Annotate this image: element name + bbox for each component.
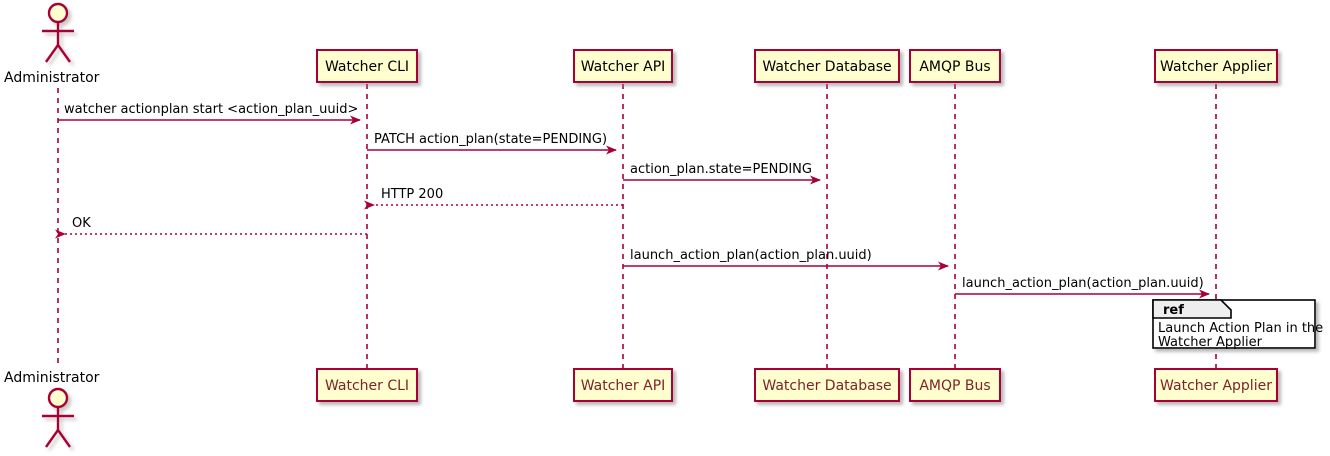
participant-label-watcher-cli-top: Watcher CLI	[325, 59, 409, 75]
participant-box-amqp-bus-top[interactable]: AMQP Bus	[909, 49, 1001, 83]
participant-box-rect	[1154, 49, 1278, 83]
participant-label-amqp-bus-bottom: AMQP Bus	[919, 378, 990, 394]
participant-label-watcher-api-top: Watcher API	[581, 59, 666, 75]
participant-box-amqp-bus-bottom[interactable]: AMQP Bus	[909, 368, 1001, 402]
message-label-2: PATCH action_plan(state=PENDING)	[374, 132, 607, 147]
ref-fragment-body-line-2: Watcher Applier	[1158, 335, 1263, 350]
participant-label-watcher-applier-bottom: Watcher Applier	[1160, 378, 1272, 394]
actor-label-administrator-top: Administrator	[4, 70, 100, 86]
message-1-watcher-actionplan-start[interactable]: watcher actionplan start <action_plan_uu…	[58, 102, 361, 125]
message-label-4: HTTP 200	[381, 187, 443, 202]
message-4-http-200[interactable]: HTTP 200	[364, 187, 623, 210]
participant-label-watcher-applier-top: Watcher Applier	[1160, 59, 1272, 75]
participant-box-watcher-applier-top[interactable]: Watcher Applier	[1154, 49, 1278, 83]
message-label-1: watcher actionplan start <action_plan_uu…	[64, 102, 358, 117]
actor-leg-right-icon	[57, 44, 71, 63]
participant-box-watcher-database-bottom[interactable]: Watcher Database	[754, 368, 900, 402]
participant-box-rect	[754, 368, 900, 402]
message-3-action-plan-state-pending[interactable]: action_plan.state=PENDING	[623, 162, 821, 185]
ref-fragment-tab-label: ref	[1163, 303, 1184, 318]
actor-label-administrator-bottom: Administrator	[4, 370, 100, 386]
ref-fragment-body-line-1: Launch Action Plan in the	[1158, 321, 1323, 336]
actor-administrator-top[interactable]	[42, 2, 74, 63]
participant-box-rect	[909, 49, 1001, 83]
message-7-launch-action-plan-to-applier[interactable]: launch_action_plan(action_plan.uuid)	[955, 276, 1210, 299]
participant-box-rect	[573, 368, 673, 402]
message-label-5: OK	[72, 216, 91, 231]
participant-label-watcher-api-bottom: Watcher API	[581, 378, 666, 394]
ref-fragment-tab	[1152, 299, 1232, 319]
message-label-3: action_plan.state=PENDING	[630, 162, 812, 177]
participant-box-watcher-api-top[interactable]: Watcher API	[573, 49, 673, 83]
message-5-ok[interactable]: OK	[55, 216, 367, 239]
participant-box-rect	[316, 49, 418, 83]
lifelines	[57, 84, 1217, 369]
participant-box-rect	[909, 368, 1001, 402]
participant-box-rect	[573, 49, 673, 83]
actor-leg-left-icon	[45, 44, 59, 63]
message-label-6: launch_action_plan(action_plan.uuid)	[630, 248, 872, 263]
actor-head-icon	[47, 2, 69, 24]
participant-label-watcher-database-top: Watcher Database	[762, 59, 891, 75]
participant-box-rect	[1154, 368, 1278, 402]
participant-label-amqp-bus-top: AMQP Bus	[919, 59, 990, 75]
participant-box-rect	[316, 368, 418, 402]
message-2-patch-action-plan[interactable]: PATCH action_plan(state=PENDING)	[367, 132, 617, 155]
actor-head-icon	[47, 387, 69, 409]
actor-leg-right-icon	[57, 429, 71, 448]
participant-box-rect	[754, 49, 900, 83]
actor-administrator-bottom[interactable]	[42, 387, 74, 448]
participant-label-watcher-cli-bottom: Watcher CLI	[325, 378, 409, 394]
participant-box-watcher-cli-bottom[interactable]: Watcher CLI	[316, 368, 418, 402]
actor-leg-left-icon	[45, 429, 59, 448]
participant-box-watcher-applier-bottom[interactable]: Watcher Applier	[1154, 368, 1278, 402]
ref-fragment[interactable]: ref Launch Action Plan in the Watcher Ap…	[1152, 299, 1323, 350]
message-label-7: launch_action_plan(action_plan.uuid)	[962, 276, 1204, 291]
participant-box-watcher-api-bottom[interactable]: Watcher API	[573, 368, 673, 402]
participant-box-watcher-database-top[interactable]: Watcher Database	[754, 49, 900, 83]
participant-label-watcher-database-bottom: Watcher Database	[762, 378, 891, 394]
participant-box-watcher-cli-top[interactable]: Watcher CLI	[316, 49, 418, 83]
message-6-launch-action-plan-to-bus[interactable]: launch_action_plan(action_plan.uuid)	[623, 248, 949, 271]
